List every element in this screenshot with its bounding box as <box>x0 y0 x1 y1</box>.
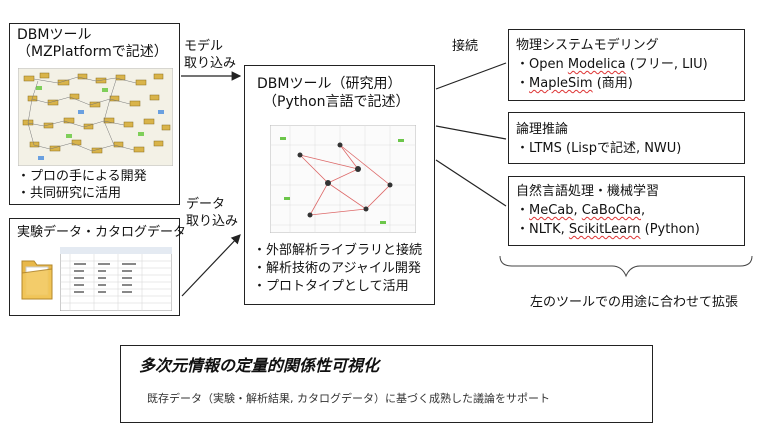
model-import-label-1: モデル <box>184 39 224 54</box>
experiment-catalog-data-title: 実験データ・カタログデータ <box>17 225 187 240</box>
dbm-tool-python-box: DBMツール（研究用） （Python言語で記述） ・外部解析ライブラリと接続 … <box>244 65 435 305</box>
connect-label: 接続 <box>452 39 479 54</box>
maplesim-prefix: ・ <box>516 76 530 91</box>
connector-logic <box>435 125 507 140</box>
scikit-suffix: (Python) <box>640 222 700 237</box>
visualization-subtitle: 既存データ（実験・解析結果, カタログデータ）に基づく成熟した議論をサポート <box>147 392 550 405</box>
logic-inference-box: 論理推論 ・LTMS (Lispで記述, NWU) <box>508 112 745 164</box>
mzplatform-screenshot-thumbnail <box>18 68 173 166</box>
mecab-prefix: ・ <box>516 203 530 218</box>
maplesim-suffix: (商用) <box>592 76 633 91</box>
cabocha-word: CaBoCha <box>581 203 641 218</box>
mecab-word: MeCab <box>529 203 574 218</box>
nlp-ml-box: 自然言語処理・機械学習 ・MeCab, CaBoCha, ・NLTK, Scik… <box>508 176 745 246</box>
open-modelica-line: ・Open Modelica (フリー, LIU) <box>516 56 708 73</box>
extension-brace <box>499 255 753 278</box>
mecab-sep: , <box>573 203 582 218</box>
experiment-catalog-data-box: 実験データ・カタログデータ <box>9 218 186 316</box>
dbm-research-title: DBMツール（研究用） <box>257 76 402 92</box>
dbm-tool-title: DBMツール <box>17 27 92 43</box>
dbm-tool-subtitle: （MZPlatformで記述） <box>17 44 168 60</box>
nltk-scikit-line: ・NLTK, ScikitLearn (Python) <box>516 221 700 238</box>
maplesim-word: MapleSim <box>529 76 593 91</box>
nlp-ml-title: 自然言語処理・機械学習 <box>516 184 660 199</box>
mecab-cabocha-line: ・MeCab, CaBoCha, <box>516 202 645 219</box>
connector-nlp <box>435 159 507 207</box>
dbm-research-subtitle: （Python言語で記述） <box>263 94 410 110</box>
data-import-arrow <box>181 234 241 297</box>
bullet-external-library: ・外部解析ライブラリと接続 <box>253 243 423 258</box>
bullet-prototype: ・プロトタイプとして活用 <box>253 279 409 294</box>
visualization-title: 多次元情報の定量的関係性可視化 <box>139 356 380 375</box>
bullet-joint-research: ・共同研究に活用 <box>17 186 122 201</box>
dbm-tool-mzplatform-box: DBMツール （MZPlatformで記述） ・プロの手による開発 ・共同研究に… <box>9 23 180 205</box>
physical-system-modeling-box: 物理システムモデリング ・Open Modelica (フリー, LIU) ・M… <box>508 29 745 101</box>
scikitlearn-word: ScikitLearn <box>568 222 641 237</box>
visualization-box: 多次元情報の定量的関係性可視化 既存データ（実験・解析結果, カタログデータ）に… <box>120 345 653 423</box>
spreadsheet-thumbnail <box>60 247 172 311</box>
data-import-label-2: 取り込み <box>186 214 239 229</box>
data-import-label-1: データ <box>186 197 226 212</box>
bullet-pro-development: ・プロの手による開発 <box>17 169 147 184</box>
bullet-agile-development: ・解析技術のアジャイル開発 <box>253 261 421 276</box>
open-modelica-prefix: ・Open <box>516 57 568 72</box>
cabocha-suffix: , <box>641 203 646 218</box>
nltk-prefix: ・NLTK, <box>516 222 569 237</box>
modelica-word: Modelica <box>567 57 626 72</box>
connector-physical <box>435 62 507 90</box>
extension-caption: 左のツールでの用途に合わせて拡張 <box>530 295 739 310</box>
ltms-line: ・LTMS (Lispで記述, NWU) <box>516 141 682 156</box>
model-import-label-2: 取り込み <box>184 56 237 71</box>
open-modelica-suffix: (フリー, LIU) <box>625 57 708 72</box>
maplesim-line: ・MapleSim (商用) <box>516 75 633 92</box>
folder-icon <box>21 260 53 300</box>
physical-modeling-title: 物理システムモデリング <box>516 38 659 53</box>
logic-inference-title: 論理推論 <box>516 122 569 137</box>
python-tool-graph-thumbnail <box>270 125 416 233</box>
